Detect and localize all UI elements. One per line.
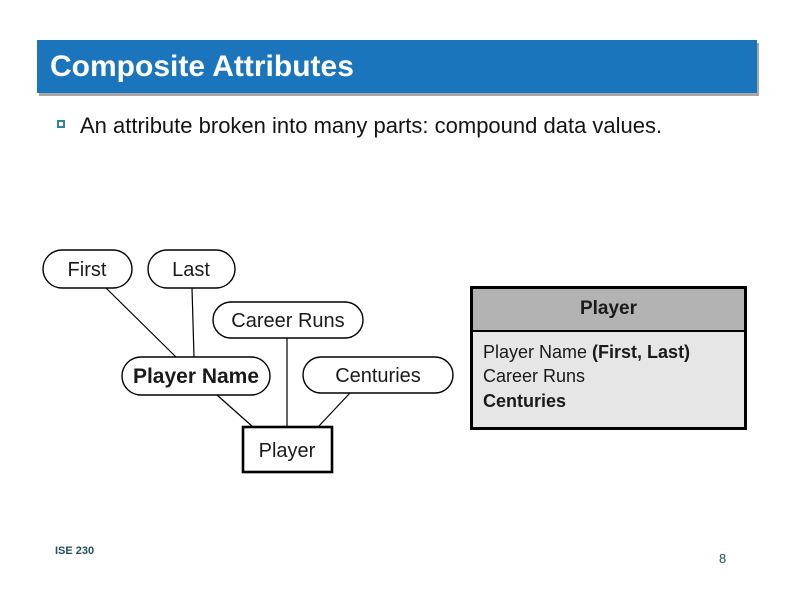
table-row: Centuries	[483, 389, 734, 413]
bullet-item: An attribute broken into many parts: com…	[57, 110, 680, 141]
table-row: Career Runs	[483, 364, 734, 388]
page-number: 8	[719, 551, 727, 566]
bullet-text: An attribute broken into many parts: com…	[80, 113, 663, 138]
attribute-career-runs-shape	[212, 301, 364, 339]
connector-first-playername	[104, 286, 178, 359]
relation-table-header: Player	[473, 289, 744, 332]
attribute-centuries-shape	[302, 356, 454, 394]
entity-player-label: Player	[259, 440, 316, 462]
connector-centuries-player	[317, 392, 351, 428]
attribute-centuries: Centuries	[302, 356, 454, 394]
entity-player: Player	[241, 425, 334, 474]
table-row-name: Career Runs	[483, 366, 586, 387]
relation-table: Player Player Name (First, Last) Career …	[470, 286, 747, 430]
table-row: Player Name (First, Last)	[483, 340, 734, 364]
connector-playername-player	[216, 394, 254, 428]
er-diagram: First Last Career Runs Player Name Centu…	[42, 249, 454, 474]
connector-last-playername	[191, 287, 195, 358]
table-row-name: Centuries	[483, 390, 567, 411]
attribute-last: Last	[147, 249, 236, 289]
attribute-first: First	[42, 249, 133, 289]
entity-player-shape	[241, 425, 334, 474]
page-title: Composite Attributes	[50, 49, 354, 83]
title-bar: Composite Attributes	[37, 40, 757, 93]
attribute-last-shape	[147, 249, 236, 289]
attribute-last-label: Last	[172, 259, 210, 281]
table-row-name: Player Name	[483, 342, 593, 362]
attribute-first-label: First	[68, 259, 107, 281]
attribute-career-runs: Career Runs	[212, 301, 364, 339]
footer-course-label: ISE 230	[55, 545, 95, 557]
relation-table-body: Player Name (First, Last) Career Runs Ce…	[473, 332, 744, 427]
bullet-square-icon	[57, 120, 65, 128]
attribute-centuries-label: Centuries	[335, 365, 421, 387]
table-row-detail: (First, Last)	[592, 342, 691, 362]
attribute-career-runs-label: Career Runs	[231, 310, 344, 332]
attribute-first-shape	[42, 249, 133, 289]
attribute-player-name-shape	[121, 356, 271, 396]
attribute-player-name-label: Player Name	[133, 365, 259, 388]
attribute-player-name: Player Name	[121, 356, 271, 396]
